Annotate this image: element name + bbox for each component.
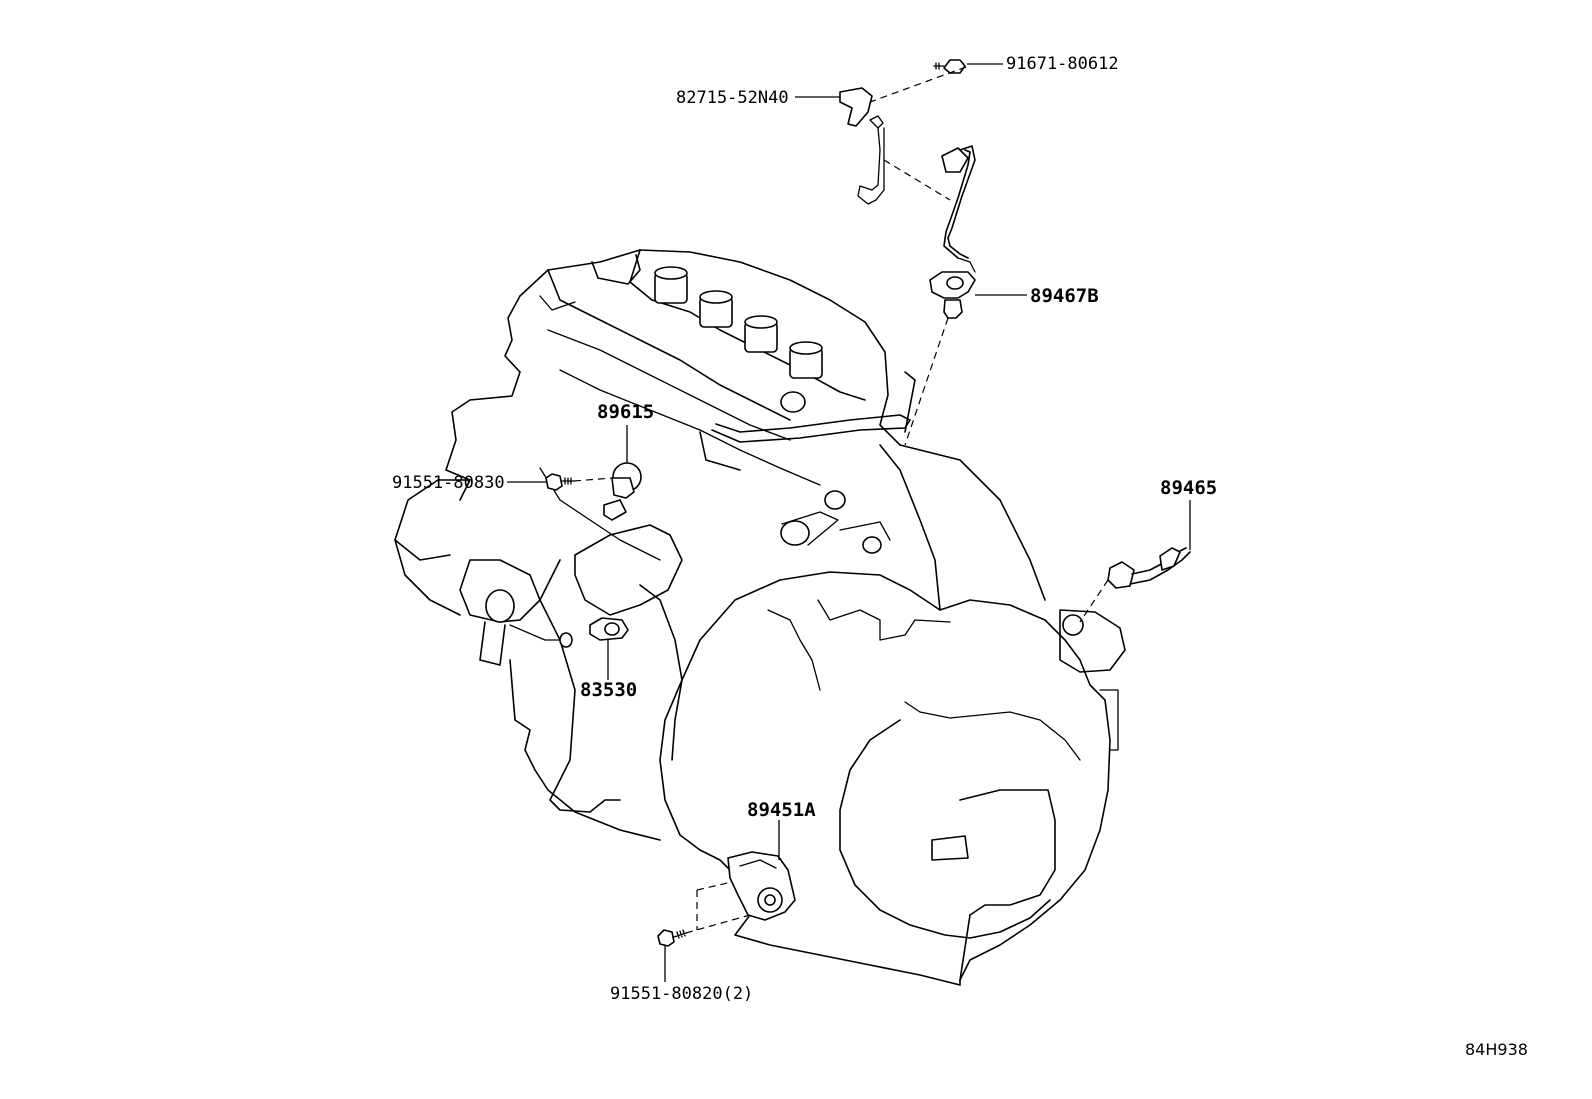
callout-91671-80612: 91671-80612 bbox=[1006, 54, 1119, 74]
callout-89465: 89465 bbox=[1160, 477, 1218, 499]
assembly-dashed-lines bbox=[573, 66, 1109, 934]
callout-83530: 83530 bbox=[580, 679, 638, 701]
bolt-91551-80820 bbox=[657, 929, 687, 947]
callout-89451A: 89451A bbox=[747, 799, 816, 821]
engine-block-outline bbox=[394, 249, 916, 841]
callout-89467B: 89467B bbox=[1030, 285, 1099, 307]
oxygen-sensor-89467B bbox=[929, 145, 976, 319]
sensor-89465 bbox=[1107, 547, 1191, 589]
bolt-91671-80612 bbox=[933, 59, 966, 74]
transmission-outline bbox=[659, 444, 1126, 986]
switch-83530 bbox=[589, 617, 629, 641]
knock-sensor-89615 bbox=[603, 462, 642, 521]
bracket-82715-52N40 bbox=[839, 87, 885, 205]
callout-91551-80820: 91551-80820(2) bbox=[610, 984, 754, 1004]
callout-89615: 89615 bbox=[597, 401, 655, 423]
sensor-89451A bbox=[727, 851, 796, 921]
callout-leader-lines bbox=[507, 63, 1191, 982]
callout-82715-52N40: 82715-52N40 bbox=[676, 88, 789, 108]
figure-code: 84H938 bbox=[1465, 1040, 1528, 1059]
bolt-91551-80830 bbox=[545, 473, 575, 491]
callout-91551-80830: 91551-80830 bbox=[392, 473, 505, 493]
